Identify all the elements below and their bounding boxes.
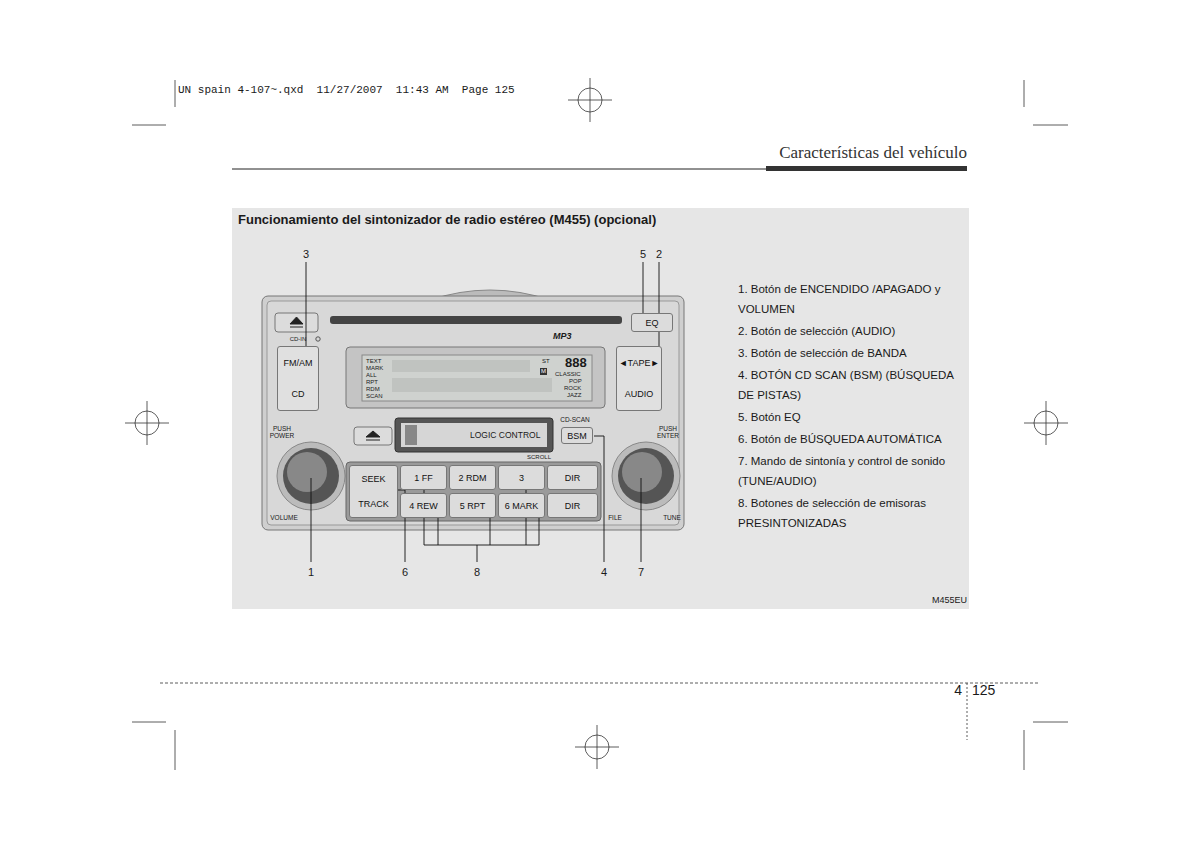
audio-button: ◄TAPE► AUDIO	[616, 346, 663, 411]
panel-marking: FILE	[608, 514, 622, 521]
panel-marking: PUSH POWER	[266, 425, 298, 439]
button-label: 5 RPT	[460, 501, 486, 511]
button-label: SEEK	[361, 474, 385, 484]
print-slug: UN spain 4-107~.qxd 11/27/2007 11:43 AM …	[178, 84, 515, 96]
callout-number: 7	[638, 566, 644, 578]
panel-marking: MARK	[366, 365, 383, 372]
section-title: Funcionamiento del sintonizador de radio…	[238, 212, 656, 227]
legend-item: 2. Botón de selección (AUDIO)	[738, 321, 958, 341]
panel-marking: CD-IN	[290, 336, 307, 343]
callout-number: 8	[474, 566, 480, 578]
button-label: EQ	[645, 318, 658, 328]
button-label: CD	[292, 389, 305, 399]
figure-code: M455EU	[932, 596, 967, 606]
button-label: 3	[519, 473, 524, 483]
panel-marking: MP3	[553, 332, 572, 342]
callout-number: 5	[640, 248, 646, 260]
legend-item: 4. BOTÓN CD SCAN (BSM) (BÚSQUEDA DE PIST…	[738, 365, 958, 405]
panel-marking: M	[540, 368, 547, 375]
manual-panel: Funcionamiento del sintonizador de radio…	[232, 208, 969, 609]
button-label: AUDIO	[625, 389, 654, 399]
panel-marking: ROCK	[564, 385, 581, 392]
panel-marking: ST	[542, 358, 550, 365]
button-label: TRACK	[358, 499, 389, 509]
panel-marking: RDM	[366, 386, 380, 393]
preset-button: 1 FF	[400, 465, 447, 490]
panel-marking: RPT	[366, 379, 378, 386]
eq-button: EQ	[631, 313, 673, 332]
preset-button: 5 RPT	[449, 493, 496, 518]
button-label: 1 FF	[414, 473, 433, 483]
panel-marking: POP	[569, 378, 582, 385]
legend-item: 6. Botón de BÚSQUEDA AUTOMÁTICA	[738, 429, 958, 449]
button-label: ◄TAPE►	[619, 358, 660, 368]
bsm-button: BSM	[561, 427, 593, 444]
dir-button: DIR	[547, 493, 598, 518]
panel-marking: CD-SCAN	[560, 416, 590, 423]
preset-button: 3	[498, 465, 545, 490]
panel-marking: JAZZ	[567, 392, 581, 399]
panel-marking: CLASSIC	[555, 371, 581, 378]
panel-marking: SCROLL	[527, 454, 551, 461]
seek-button: SEEK TRACK	[349, 465, 398, 518]
preset-button: 4 REW	[400, 493, 447, 518]
band-button: FM/AM CD	[277, 346, 319, 411]
callout-number: 3	[303, 248, 309, 260]
legend-item: 7. Mando de sintonía y control de sonido…	[738, 451, 958, 491]
callout-number: 1	[308, 566, 314, 578]
button-label: BSM	[567, 431, 587, 441]
running-header: Características del vehículo	[779, 144, 967, 163]
button-label: 4 REW	[409, 501, 438, 511]
legend-item: 8. Botones de selección de emisoras PRES…	[738, 493, 958, 533]
legend-item: 1. Botón de ENCENDIDO /APAGADO y VOLUMEN	[738, 279, 958, 319]
panel-marking: TUNE	[663, 514, 681, 521]
callout-number: 6	[402, 566, 408, 578]
legend-item: 5. Botón EQ	[738, 407, 958, 427]
preset-button: 6 MARK	[498, 493, 545, 518]
callout-number: 4	[601, 566, 607, 578]
panel-marking: LOGIC CONTROL	[470, 431, 540, 440]
panel-marking: PUSH ENTER	[652, 425, 684, 439]
panel-marking: TEXT	[366, 358, 381, 365]
button-label: DIR	[565, 473, 581, 483]
page-number: 125	[972, 683, 995, 698]
callout-number: 2	[656, 248, 662, 260]
panel-marking: 888	[565, 356, 587, 370]
button-label: FM/AM	[284, 358, 313, 368]
legend-item: 3. Botón de selección de BANDA	[738, 343, 958, 363]
panel-marking: SCAN	[366, 393, 383, 400]
button-label: DIR	[565, 501, 581, 511]
chapter-number: 4	[954, 683, 962, 698]
dir-button: DIR	[547, 465, 598, 490]
panel-marking: VOLUME	[270, 514, 297, 521]
button-label: 2 RDM	[458, 473, 486, 483]
preset-button: 2 RDM	[449, 465, 496, 490]
button-label: 6 MARK	[505, 501, 539, 511]
panel-marking: ALL	[366, 372, 377, 379]
